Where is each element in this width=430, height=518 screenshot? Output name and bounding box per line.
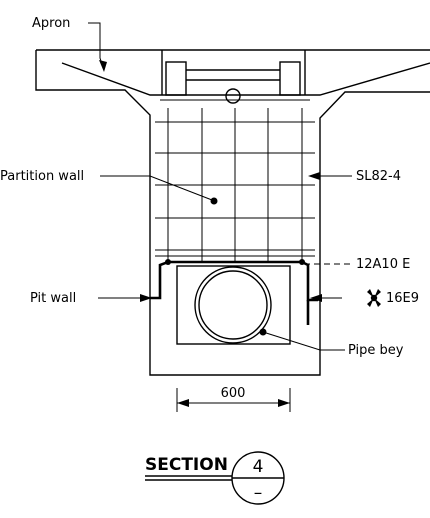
section-sub: – bbox=[254, 483, 263, 503]
bar-16e-label: 16E9 bbox=[386, 291, 419, 306]
leaders bbox=[88, 22, 352, 351]
dimension-label: 600 bbox=[221, 386, 246, 401]
apron-slab bbox=[35, 49, 430, 376]
partition-wall-label: Partition wall bbox=[0, 169, 84, 184]
section-marker: SECTION 4 – bbox=[145, 451, 285, 505]
sl82-label: SL82-4 bbox=[356, 169, 401, 184]
section-title: SECTION bbox=[145, 455, 228, 475]
pit-wall-label: Pit wall bbox=[30, 291, 76, 306]
pipe-opening bbox=[176, 265, 291, 345]
pipe-label: Pipe bey bbox=[348, 343, 404, 358]
bar-mark-icon bbox=[367, 289, 381, 307]
reinforcement-grid bbox=[155, 108, 315, 262]
dimension-600: 600 bbox=[176, 386, 291, 412]
pit-wall-bars bbox=[150, 259, 318, 325]
apron-label: Apron bbox=[32, 16, 70, 31]
bar-12a10-label: 12A10 E bbox=[356, 257, 410, 272]
section-number: 4 bbox=[253, 457, 264, 477]
cover-frame bbox=[161, 50, 306, 104]
